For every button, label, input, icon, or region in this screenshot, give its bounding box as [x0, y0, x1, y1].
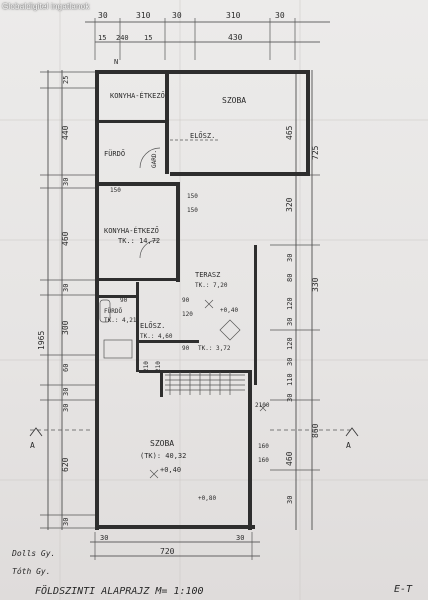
fixtures — [30, 139, 350, 479]
room-storage-mid: TK.: 3,72 — [198, 345, 231, 352]
left-dim-11: 30 — [62, 518, 70, 526]
room-kitchen-mid-area: TK.: 14,72 — [118, 237, 160, 245]
right-dim-9: 120 — [286, 337, 294, 350]
left-dim-4: 460 — [61, 231, 70, 246]
bottom-dim-3: 30 — [236, 534, 244, 542]
stairs — [165, 372, 245, 395]
inner-dim-3: 150 — [187, 207, 198, 214]
room-kitchen-top: KONYHA-ÉTKEZŐ — [110, 91, 165, 100]
top-dims-row1: 30 310 30 310 30 — [98, 11, 285, 20]
inner-dim-7: 210 — [143, 361, 150, 372]
left-dimension-chain — [40, 70, 96, 530]
left-dim-8: 30 — [62, 388, 70, 396]
right-dim-12: 30 — [286, 394, 294, 402]
right-dim-4: 330 — [311, 277, 320, 292]
right-dim-2: 725 — [311, 145, 320, 160]
left-dim-6: 300 — [61, 320, 70, 335]
top-dim-r2-2: 240 — [116, 34, 129, 42]
room-bath-small: FÜRDŐ — [104, 308, 122, 315]
top-dimension-lines — [85, 18, 330, 60]
top-dims-row2: 15 240 15 430 — [98, 33, 243, 42]
inner-dim-14: 2100 — [255, 402, 270, 409]
signature-left: Dolls Gy. — [11, 549, 55, 558]
right-dims: 465 725 320 330 30 80 120 30 120 30 110 … — [285, 125, 320, 504]
section-mark-right: A — [346, 441, 351, 450]
right-dim-6: 80 — [286, 274, 294, 282]
inner-dim-10: 160 — [258, 443, 269, 450]
room-hall-mid: ELŐSZ. — [140, 321, 165, 330]
inner-dims: 150 150 150 90 90 120 210 90 210 160 160… — [110, 187, 270, 502]
walls — [95, 70, 310, 530]
room-bottom-area: (TK): 40,32 — [140, 452, 186, 460]
right-dim-8: 30 — [286, 318, 294, 326]
left-dim-1: 25 — [62, 76, 70, 84]
left-total-dim: 1965 — [37, 331, 46, 350]
inner-dim-1: 150 — [110, 187, 121, 194]
room-bathroom: FÜRDŐ — [104, 149, 125, 158]
bottom-dimension: 30 720 30 — [90, 532, 260, 560]
right-dim-7: 120 — [286, 297, 294, 310]
inner-dim-9: 210 — [155, 361, 162, 372]
left-dims: 25 440 30 460 30 300 60 30 30 620 30 196… — [37, 76, 70, 526]
right-dim-1: 465 — [285, 125, 294, 140]
right-dim-11: 110 — [286, 373, 294, 386]
left-dim-9: 30 — [62, 404, 70, 412]
inner-dim-6: 120 — [182, 311, 193, 318]
bottom-dim-1: 30 — [100, 534, 108, 542]
room-terrace-area: TK.: 7,20 — [195, 282, 228, 289]
top-dim-2: 310 — [136, 11, 151, 20]
left-dim-3: 30 — [62, 178, 70, 186]
right-dim-15: 30 — [286, 496, 294, 504]
top-dim-3: 30 — [172, 11, 182, 20]
left-dim-2: 440 — [61, 125, 70, 140]
inner-dim-11: 160 — [258, 457, 269, 464]
footer-title: FÖLDSZINTI ALAPRAJZ M= 1:100 — [35, 584, 204, 597]
room-terrace: TERASZ — [195, 271, 220, 279]
room-living-top: SZOBA — [222, 96, 246, 105]
right-dim-10: 30 — [286, 358, 294, 366]
room-labels: KONYHA-ÉTKEZŐ SZOBA ELŐSZ. FÜRDŐ GARD. K… — [104, 91, 246, 474]
section-mark-left: A — [30, 441, 35, 450]
signature-left-2: Tóth Gy. — [12, 566, 51, 576]
right-dim-5: 30 — [286, 254, 294, 262]
left-dim-10: 620 — [61, 457, 70, 472]
inner-dim-2: 150 — [187, 193, 198, 200]
bottom-dim-2: 720 — [160, 547, 175, 556]
top-dim-4: 310 — [226, 11, 241, 20]
top-dim-5: 30 — [275, 11, 285, 20]
inner-dim-13: +0,80 — [198, 495, 216, 502]
top-dim-r2-1: 15 — [98, 34, 106, 42]
inner-dim-5: 90 — [182, 297, 190, 304]
top-dim-r2-4: 430 — [228, 33, 243, 42]
inner-dim-8: 90 — [182, 345, 190, 352]
room-bottom: SZOBA — [150, 439, 174, 448]
watermark-text: Globaldigitel ingatlanok — [2, 2, 90, 11]
left-dim-5: 30 — [62, 284, 70, 292]
inner-dim-4: 90 — [120, 297, 128, 304]
right-dimension-chain — [270, 70, 320, 530]
level-mark: +0,40 — [160, 466, 181, 474]
room-bath-small-area: TK.: 4,21 — [104, 317, 137, 324]
section-marks: A A — [29, 427, 359, 450]
room-hall-top: ELŐSZ. — [190, 131, 215, 140]
signature-right: E-T — [394, 584, 413, 595]
top-dim-1: 30 — [98, 11, 108, 20]
right-dim-13: 860 — [311, 423, 320, 438]
top-dim-r2-3: 15 — [144, 34, 152, 42]
room-kitchen-mid: KONYHA-ÉTKEZŐ — [104, 226, 159, 235]
inner-dim-12: +0,40 — [220, 307, 238, 314]
right-dim-14: 460 — [285, 451, 294, 466]
north-marker: N — [114, 58, 118, 66]
right-dim-3: 320 — [285, 197, 294, 212]
room-hall-mid-area: TK.: 4,60 — [140, 333, 173, 340]
left-dim-7: 60 — [62, 364, 70, 372]
room-wardrobe: GARD. — [151, 150, 158, 168]
